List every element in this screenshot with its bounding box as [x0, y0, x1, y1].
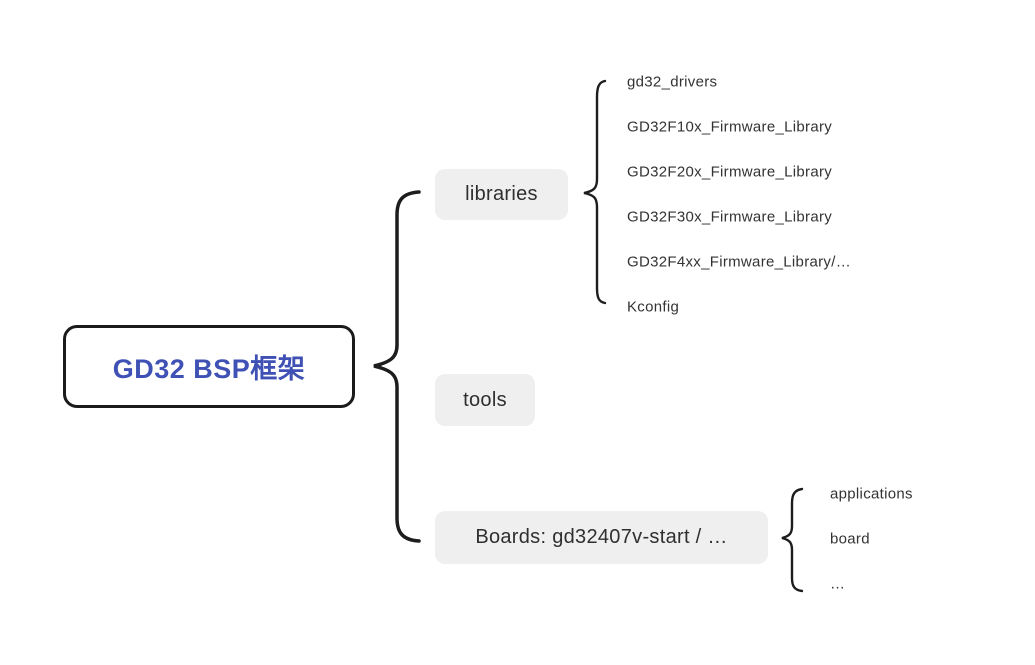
leaf-item-ellipsis[interactable]: …	[830, 575, 846, 593]
branch-node-tools[interactable]: tools	[435, 374, 535, 426]
branch-node-libraries[interactable]: libraries	[435, 169, 568, 220]
leaf-item-gd32f20x-firmware-library[interactable]: GD32F20x_Firmware_Library	[627, 163, 833, 181]
branch-label-libraries: libraries	[465, 183, 538, 205]
boards-brace	[781, 487, 804, 593]
libraries-brace	[583, 79, 607, 305]
branch-label-boards: Boards: gd32407v-start / …	[475, 526, 728, 548]
root-node[interactable]: GD32 BSP框架	[63, 325, 355, 408]
leaf-item-kconfig[interactable]: Kconfig	[627, 298, 680, 316]
leaf-item-gd32f4xx-firmware-library[interactable]: GD32F4xx_Firmware_Library/…	[627, 253, 851, 271]
branch-node-boards[interactable]: Boards: gd32407v-start / …	[435, 511, 768, 564]
root-brace	[373, 190, 421, 543]
leaf-item-board[interactable]: board	[830, 530, 870, 548]
leaf-item-gd32f10x-firmware-library[interactable]: GD32F10x_Firmware_Library	[627, 118, 833, 136]
root-node-label: GD32 BSP框架	[112, 354, 306, 384]
leaf-item-applications[interactable]: applications	[830, 485, 913, 503]
branch-label-tools: tools	[463, 388, 507, 411]
leaf-item-gd32-drivers[interactable]: gd32_drivers	[627, 73, 718, 91]
leaf-item-gd32f30x-firmware-library[interactable]: GD32F30x_Firmware_Library	[627, 208, 833, 226]
